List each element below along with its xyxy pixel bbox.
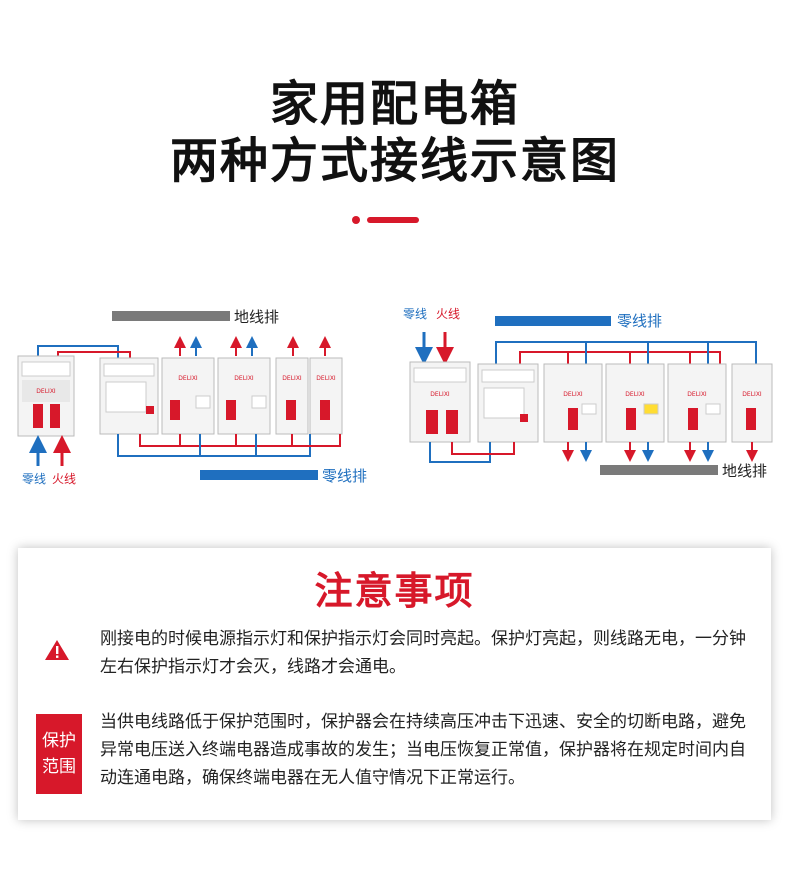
page-title-line2: 两种方式接线示意图 [169, 133, 620, 189]
right-branch-breaker-1: DELIXI [543, 363, 603, 443]
left-branch-breaker-2: DELIXI [217, 357, 271, 435]
right-main-breaker: DELIXI [409, 361, 471, 443]
left-branch-breaker-4: DELIXI [309, 357, 343, 435]
right-branch-breaker-3: DELIXI [667, 363, 727, 443]
left-main-breaker: DELIXI [17, 355, 75, 437]
svg-text:DELIXI: DELIXI [625, 391, 645, 398]
right-ground-bar-label: 地线排 [722, 462, 767, 480]
left-neutral-bar-label: 零线排 [322, 467, 367, 485]
notice-item-2-text: 当供电线路低于保护范围时，保护器会在持续高压冲击下迅速、安全的切断电路，避免异常… [100, 712, 746, 788]
protection-range-badge: 保护 范围 [36, 714, 82, 794]
right-neutral-bar [495, 316, 611, 326]
warning-icon [45, 640, 69, 660]
badge-line-2: 范围 [42, 757, 76, 777]
notice-title: 注意事项 [314, 569, 475, 613]
svg-text:DELIXI: DELIXI [742, 391, 762, 398]
left-live-label: 火线 [52, 472, 76, 486]
left-neutral-label: 零线 [22, 472, 46, 486]
right-rcd [477, 363, 539, 443]
badge-line-1: 保护 [42, 731, 76, 751]
left-main-brand: DELIXI [36, 388, 56, 395]
left-diagram: 地线排 DELIXI DELIXI [17, 308, 367, 486]
left-rcd [99, 357, 159, 435]
page-title-line1: 家用配电箱 [269, 76, 520, 132]
left-ground-bar-label: 地线排 [234, 308, 279, 326]
right-main-brand: DELIXI [430, 391, 450, 398]
svg-text:DELIXI: DELIXI [282, 375, 302, 382]
decoration-bar [367, 217, 419, 223]
notice-item-1-text: 刚接电的时候电源指示灯和保护指示灯会同时亮起。保护灯亮起，则线路无电，一分钟左右… [100, 629, 746, 677]
right-ground-bar [600, 465, 718, 475]
right-live-label: 火线 [436, 307, 460, 321]
svg-text:DELIXI: DELIXI [316, 375, 336, 382]
left-branch-breaker-1: DELIXI [161, 357, 215, 435]
right-neutral-bar-label: 零线排 [617, 312, 662, 330]
left-branch-breaker-3: DELIXI [275, 357, 309, 435]
svg-text:DELIXI: DELIXI [234, 375, 254, 382]
svg-text:DELIXI: DELIXI [178, 375, 198, 382]
left-ground-bar [112, 311, 230, 321]
right-branch-breaker-4: DELIXI [731, 363, 773, 443]
notice-card: 注意事项 刚接电的时候电源指示灯和保护指示灯会同时亮起。保护灯亮起，则线路无电，… [18, 548, 771, 820]
svg-text:DELIXI: DELIXI [687, 391, 707, 398]
right-diagram: 零线 火线 零线排 DELIXI [403, 307, 773, 480]
decoration-dot [352, 216, 360, 224]
right-branch-breaker-2: DELIXI [605, 363, 665, 443]
svg-text:DELIXI: DELIXI [563, 391, 583, 398]
right-neutral-label: 零线 [403, 307, 427, 321]
left-neutral-bar [200, 470, 318, 480]
